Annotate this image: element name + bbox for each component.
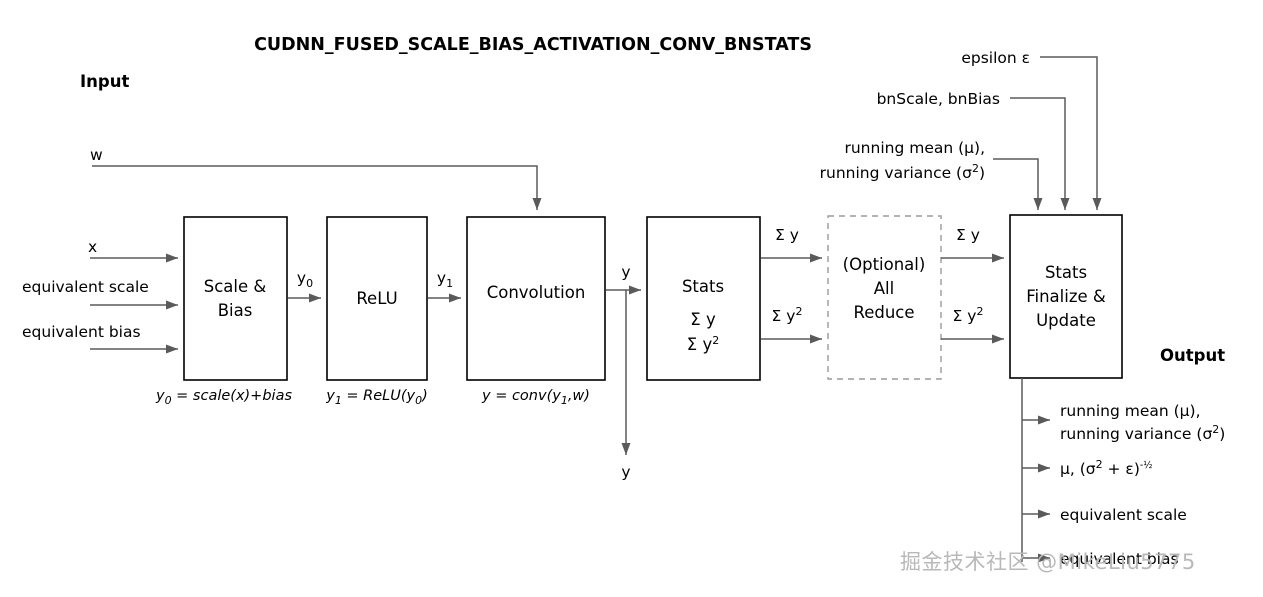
edge-epsilon-to-finalize <box>1040 56 1102 210</box>
input-label-w: w <box>90 146 103 164</box>
edge-bnscale-bnbias-to-finalize <box>1010 97 1070 210</box>
output-label-equivalent-bias: equivalent bias <box>1060 550 1179 568</box>
block-stats-line2: Σ y <box>690 310 716 329</box>
block-stats-finalize-update[interactable] <box>1009 214 1123 379</box>
caption-relu: y1 = ReLU(y0) <box>325 388 428 407</box>
caption-scale-bias: y0 = scale(x)+bias <box>155 388 292 407</box>
block-stats-line3: Σ y2 <box>687 334 719 354</box>
block-scale-bias-line2: Bias <box>218 301 253 320</box>
block-convolution-line1: Convolution <box>487 283 586 302</box>
edge-label-sum-y-left: Σ y <box>775 226 799 244</box>
block-convolution[interactable] <box>466 216 606 381</box>
input-label-equivalent-bias: equivalent bias <box>22 323 141 341</box>
edge-label-y1: y1 <box>437 269 453 290</box>
block-relu[interactable] <box>326 216 428 381</box>
input-label-epsilon: epsilon ε <box>961 49 1030 67</box>
block-all-reduce-line1: (Optional) <box>843 255 926 274</box>
block-all-reduce[interactable] <box>827 215 942 380</box>
edge-label-sum-y2-left: Σ y2 <box>772 305 803 325</box>
block-scale-bias[interactable] <box>183 216 288 381</box>
input-label-bnscale-bnbias: bnScale, bnBias <box>877 90 1000 108</box>
block-all-reduce-line2: All <box>874 279 894 298</box>
input-label-equivalent-scale: equivalent scale <box>22 278 149 296</box>
edge-running-stats-to-finalize <box>993 158 1043 210</box>
block-relu-line1: ReLU <box>356 289 397 308</box>
input-label-running-variance: running variance (σ2) <box>820 162 985 182</box>
input-label-running-mean: running mean (μ), <box>844 139 985 157</box>
edge-label-sum-y-right: Σ y <box>956 226 980 244</box>
block-stats-line1: Stats <box>682 277 724 296</box>
output-section-label: Output <box>1160 346 1225 365</box>
edge-label-y0: y0 <box>297 269 313 290</box>
block-finalize-line1: Stats <box>1045 263 1087 282</box>
watermark: 掘金技术社区 @MikeLiu5775 <box>900 550 1196 574</box>
output-label-mu-sigma: μ, (σ2 + ε)-½ <box>1060 458 1153 478</box>
output-label-running-variance: running variance (σ2) <box>1060 423 1225 443</box>
block-scale-bias-line1: Scale & <box>204 277 267 296</box>
caption-convolution: y = conv(y1,w) <box>481 388 590 407</box>
block-all-reduce-line3: Reduce <box>853 303 914 322</box>
edge-label-sum-y2-right: Σ y2 <box>953 305 984 325</box>
page-title: CUDNN_FUSED_SCALE_BIAS_ACTIVATION_CONV_B… <box>254 35 812 55</box>
output-label-y: y <box>621 463 630 481</box>
block-finalize-line2: Finalize & <box>1026 287 1106 306</box>
edge-w-to-convolution <box>92 165 542 210</box>
output-label-equivalent-scale: equivalent scale <box>1060 506 1187 524</box>
block-stats[interactable] <box>646 216 761 381</box>
block-finalize-line3: Update <box>1036 311 1096 330</box>
edge-label-y-conv: y <box>621 263 630 281</box>
input-label-x: x <box>88 238 97 256</box>
output-label-running-mean: running mean (μ), <box>1060 402 1201 420</box>
input-section-label: Input <box>80 72 129 91</box>
